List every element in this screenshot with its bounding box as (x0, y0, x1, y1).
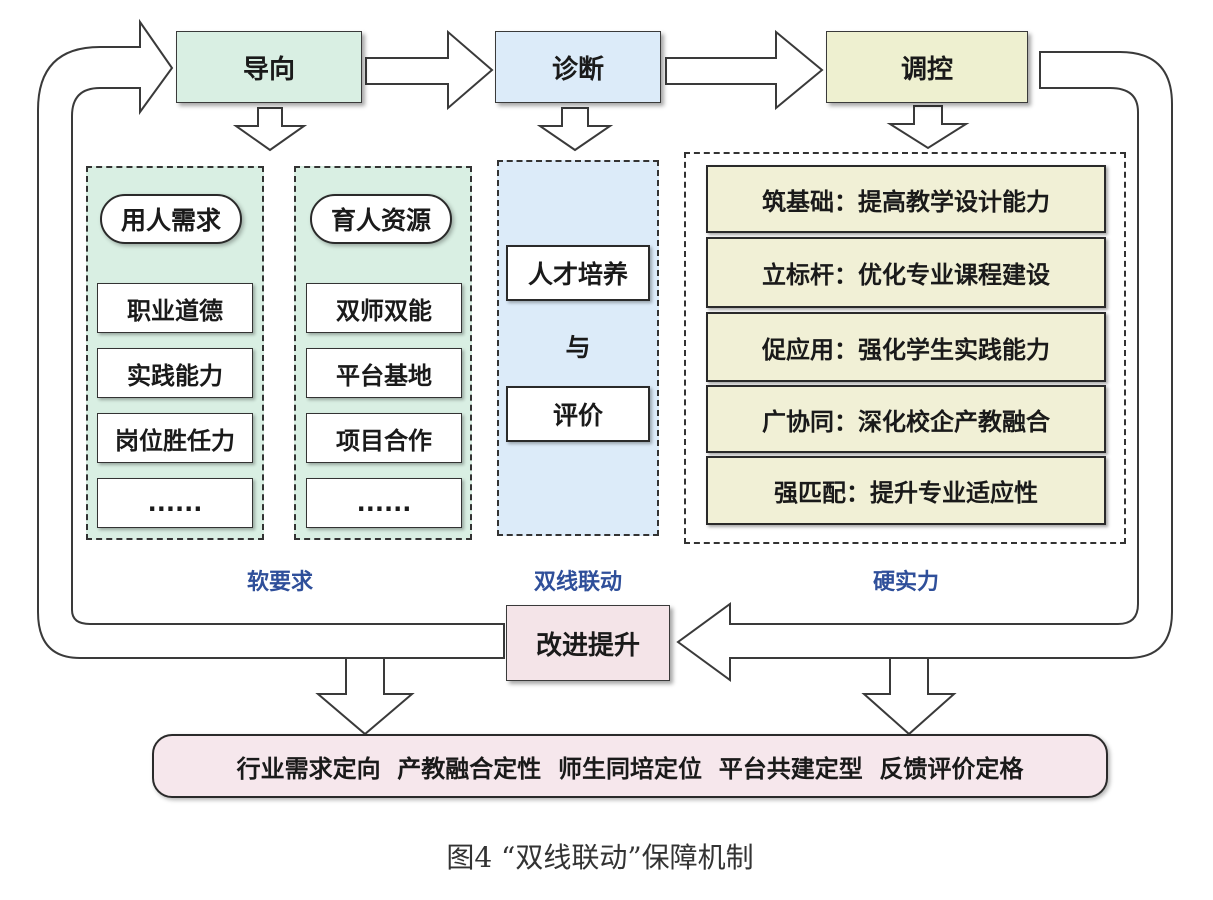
soft-col2-item: 项目合作 (306, 413, 462, 463)
diagnose-to-regulate-arrow (665, 29, 824, 111)
soft-col1-item-label: 职业道德 (127, 296, 223, 325)
soft-col1-item: ...... (97, 478, 253, 528)
stage-diagnose: 诊断 (495, 31, 661, 103)
soft-col2-item-label: 平台基地 (336, 361, 432, 390)
soft-col1-item-label: ...... (147, 489, 203, 517)
soft-col2-item: ...... (306, 478, 462, 528)
left-down-to-bar-arrow (315, 657, 415, 736)
hard-item: 立标杆：优化专业课程建设 (706, 237, 1106, 308)
stage-regulate-label: 调控 (900, 54, 953, 85)
soft-col2-header: 育人资源 (310, 194, 452, 244)
soft-col1-header: 用人需求 (100, 194, 242, 244)
stage-guide-label: 导向 (242, 54, 295, 85)
feedback-loop-left-arrow (37, 18, 505, 659)
stage-improve: 改进提升 (506, 605, 670, 681)
soft-col2-item-label: ...... (356, 489, 412, 517)
soft-col2-header-label: 育人资源 (330, 206, 431, 235)
stage-improve-label: 改进提升 (535, 630, 640, 661)
soft-col2-item: 双师双能 (306, 283, 462, 333)
soft-col1-item: 实践能力 (97, 348, 253, 398)
soft-col2-item-label: 双师双能 (336, 296, 432, 325)
stage-guide: 导向 (176, 31, 362, 103)
hard-item-label: 立标杆：优化专业课程建设 (762, 261, 1050, 289)
soft-col2-item-label: 项目合作 (336, 426, 432, 455)
stage-diagnose-label: 诊断 (551, 54, 604, 85)
guide-down-arrow (232, 107, 308, 152)
hard-item-label: 强匹配：提升专业适应性 (774, 479, 1038, 507)
bottom-bar: 行业需求定向 产教融合定性 师生同培定位 平台共建定型 反馈评价定格 (152, 734, 1108, 798)
hard-item-label: 促应用：强化学生实践能力 (762, 335, 1050, 364)
dual-caption: 双线联动 (533, 570, 622, 595)
hard-item: 广协同：深化校企产教融合 (706, 385, 1106, 453)
hard-caption: 硬实力 (872, 570, 939, 595)
dual-top-label: 人才培养 (527, 260, 628, 289)
dual-middle-label: 与 (565, 333, 591, 362)
dual-top-box: 人才培养 (506, 245, 650, 301)
dual-bottom-box: 评价 (506, 386, 650, 442)
soft-col1-header-label: 用人需求 (120, 206, 221, 235)
hard-item-label: 筑基础：提高教学设计能力 (762, 187, 1050, 216)
dual-middle-text: 与 (540, 326, 616, 366)
hard-item: 强匹配：提升专业适应性 (706, 456, 1106, 525)
hard-item-label: 广协同：深化校企产教融合 (762, 407, 1050, 436)
regulate-down-arrow (886, 105, 970, 150)
right-down-to-bar-arrow (861, 657, 957, 736)
soft-col2-item: 平台基地 (306, 348, 462, 398)
dual-bottom-label: 评价 (552, 401, 603, 430)
diagnose-down-arrow (536, 107, 614, 152)
bottom-bar-text: 行业需求定向 产教融合定性 师生同培定位 平台共建定型 反馈评价定格 (236, 754, 1024, 783)
hard-item: 筑基础：提高教学设计能力 (706, 165, 1106, 233)
dual-panel (497, 160, 659, 536)
soft-caption: 软要求 (246, 570, 313, 595)
guide-to-diagnose-arrow (365, 29, 494, 111)
stage-regulate: 调控 (826, 31, 1028, 103)
soft-col1-item-label: 岗位胜任力 (115, 426, 235, 455)
soft-col1-item-label: 实践能力 (127, 361, 223, 390)
figure-caption: 图4 “双线联动”保障机制 (446, 841, 754, 874)
soft-col1-item: 职业道德 (97, 283, 253, 333)
soft-col1-item: 岗位胜任力 (97, 413, 253, 463)
hard-item: 促应用：强化学生实践能力 (706, 312, 1106, 382)
feedback-loop-right-arrow (676, 51, 1173, 682)
